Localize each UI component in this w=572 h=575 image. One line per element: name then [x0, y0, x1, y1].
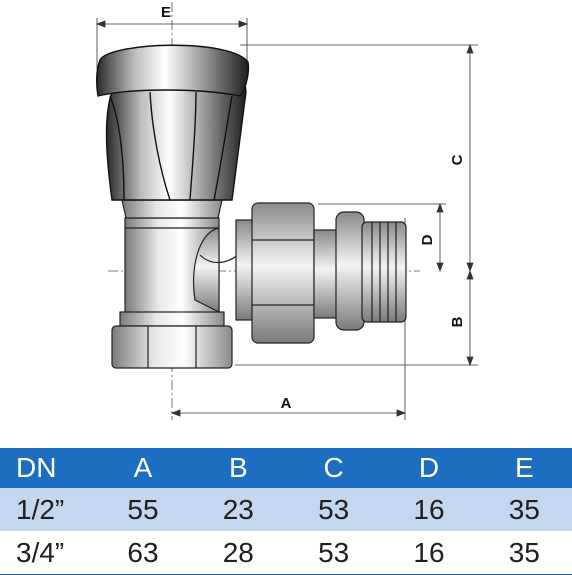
header-a: A	[133, 452, 153, 483]
cell-dn: 3/4”	[16, 536, 65, 568]
header-dn: DN	[16, 452, 57, 483]
header-d: D	[418, 452, 440, 483]
dimension-label-a: A	[281, 395, 292, 412]
dimension-label-c: C	[449, 154, 466, 165]
cell-a: 55	[127, 493, 159, 525]
dimensions-table: DN A B C D E 1/2” 55 23 53 16 35 3/4” 63…	[0, 448, 572, 575]
header-e: E	[514, 452, 534, 483]
cell-dn: 1/2”	[16, 493, 65, 525]
dimension-label-d: D	[419, 234, 436, 245]
table-row: 1/2” 55 23 53 16 35	[0, 488, 572, 532]
cell-d: 16	[413, 536, 445, 568]
table-header-row: DN A B C D E	[0, 448, 572, 488]
cell-e: 35	[508, 493, 540, 525]
cell-c: 53	[318, 536, 350, 568]
cell-b: 28	[222, 536, 254, 568]
dimension-d	[318, 202, 446, 273]
cell-e: 35	[508, 536, 540, 568]
header-b: B	[228, 452, 248, 483]
cell-b: 23	[222, 493, 254, 525]
table-row: 3/4” 63 28 53 16 35	[0, 531, 572, 575]
valve-outlet	[235, 202, 407, 344]
valve-knob	[95, 44, 250, 201]
cell-a: 63	[127, 536, 159, 568]
valve-technical-drawing: E C D B A	[95, 2, 478, 420]
dimension-b	[235, 269, 478, 367]
cell-c: 53	[318, 493, 350, 525]
cell-d: 16	[413, 493, 445, 525]
dimension-c	[240, 43, 478, 273]
dimension-label-b: B	[449, 316, 466, 327]
valve-body	[111, 199, 239, 369]
dimension-label-e: E	[161, 4, 171, 21]
header-c: C	[323, 452, 344, 483]
